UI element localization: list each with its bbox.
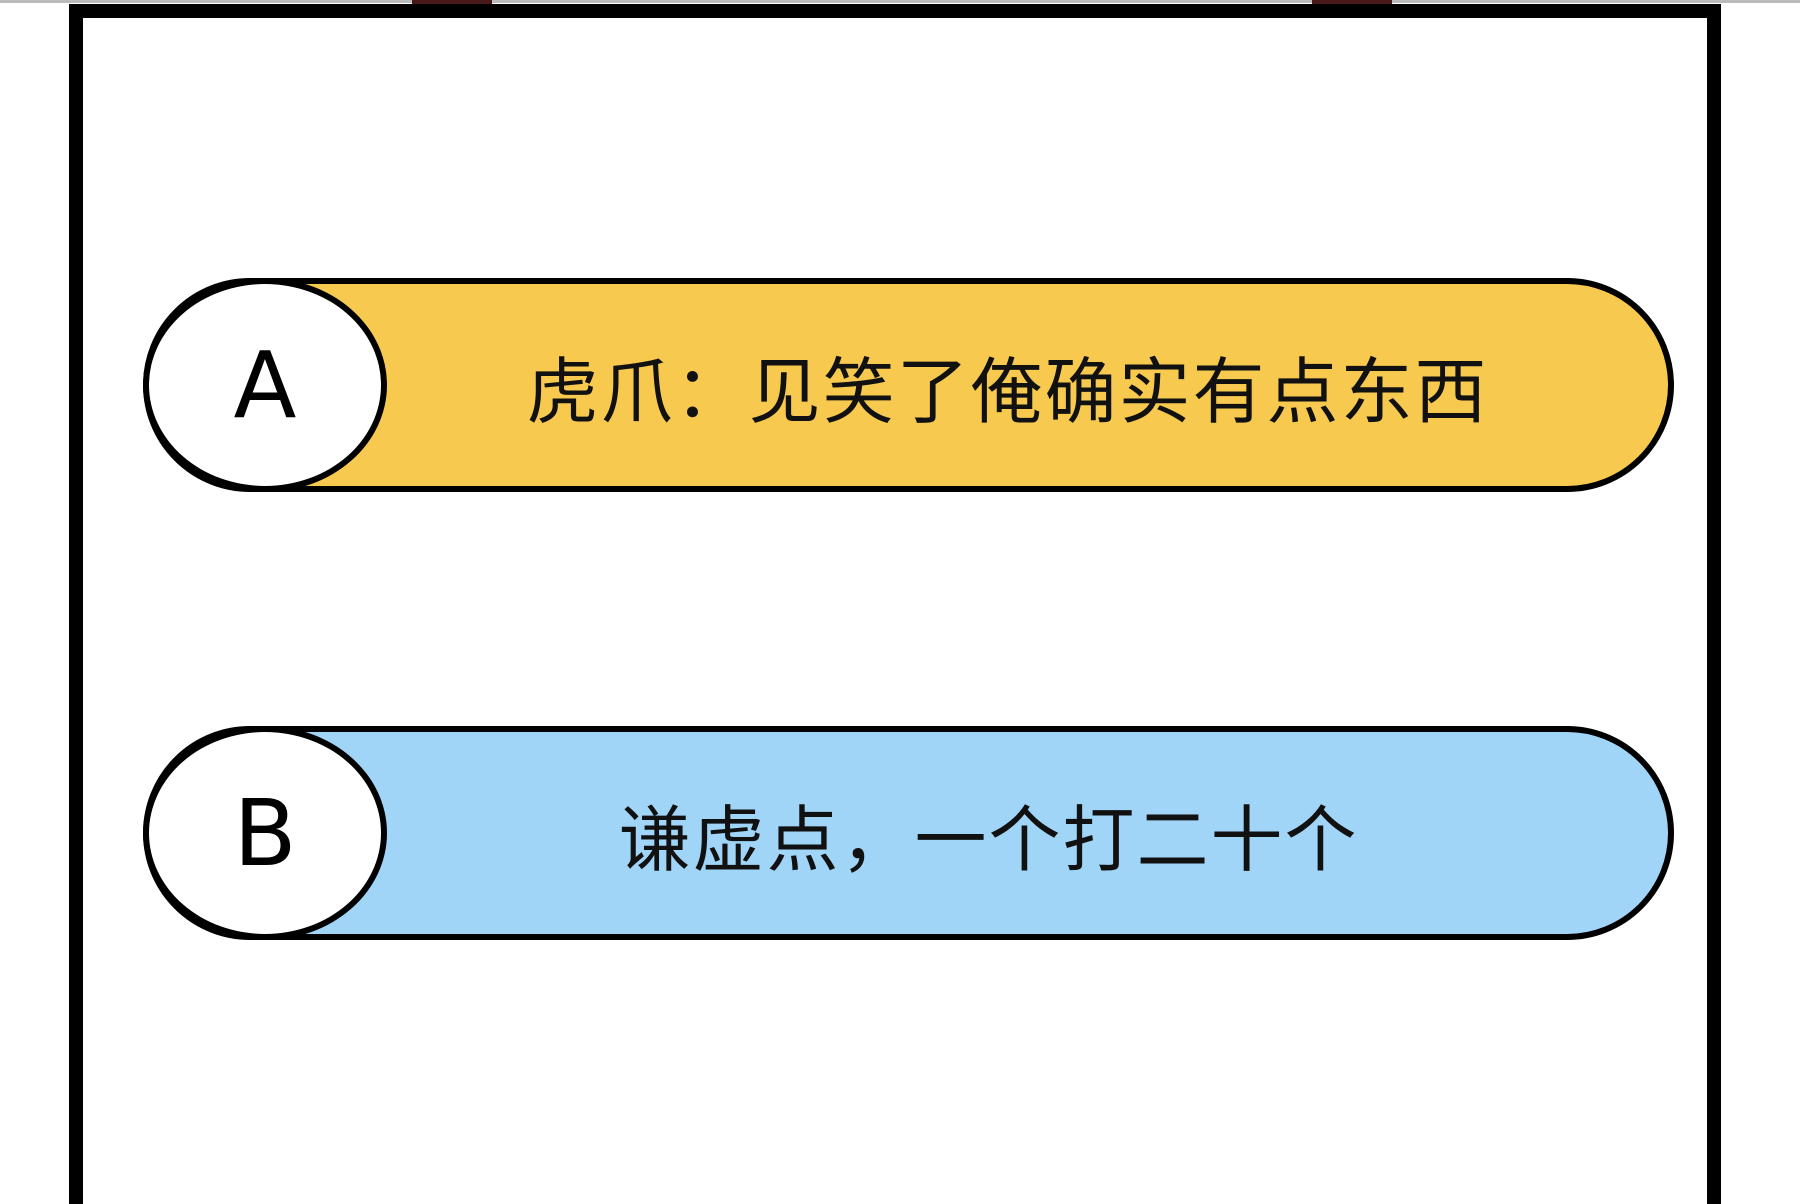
panel-frame [69,4,1721,1204]
option-b-text: 谦虚点，一个打二十个 [618,797,1359,882]
option-b-button[interactable]: B 谦虚点，一个打二十个 [143,726,1674,940]
top-edge-line [0,0,1800,3]
option-a-letter-badge: A [143,278,387,492]
option-b-letter-badge: B [143,726,387,940]
option-a-text: 虎爪：见笑了俺确实有点东西 [526,349,1489,434]
option-a-button[interactable]: A 虎爪：见笑了俺确实有点东西 [143,278,1674,492]
